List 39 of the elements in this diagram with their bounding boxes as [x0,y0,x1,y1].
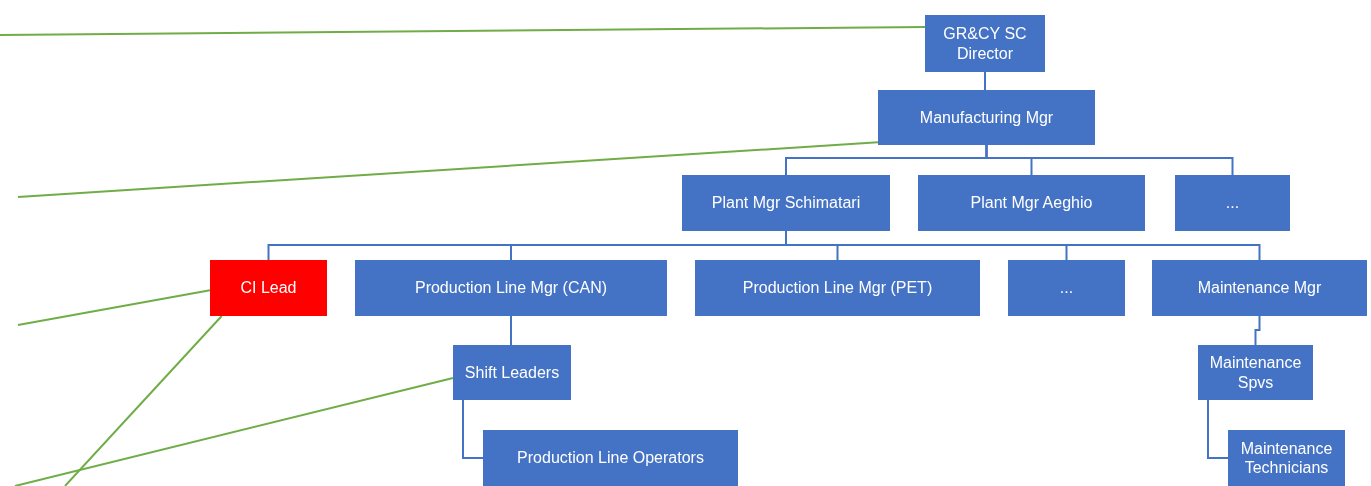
leader-line [17,289,211,326]
box-label: Production Line Mgr (PET) [742,278,933,298]
leader-line [0,25,926,36]
org-box [682,175,890,231]
org-box [1152,260,1367,316]
box-label: Plant Mgr Aeghio [970,193,1093,213]
connector-line [984,71,986,91]
box-label: Plant Mgr Schimatari [711,193,861,213]
org-box [355,260,667,316]
org-box [918,175,1145,231]
box-label: Production Line Mgr (CAN) [414,278,608,298]
box-label: Maintenance Mgr [1197,278,1322,298]
leader-line [64,315,223,486]
connector-line [1207,399,1229,459]
connector-line [462,399,484,459]
box-label: Shift Leaders [464,362,560,383]
box-label: Maintenance Spvs [1208,353,1303,392]
box-label: Maintenance Technicians [1239,438,1334,478]
org-box [483,430,738,486]
leader-line [17,141,879,198]
org-box [453,345,571,400]
org-box [878,90,1095,145]
leader-line [14,377,454,486]
org-box [1008,260,1125,316]
box-label: Manufacturing Mgr [919,107,1054,128]
org-box [1175,175,1290,231]
org-box [1228,430,1345,486]
org-box [695,260,980,316]
box-label: Production Line Operators [517,448,704,468]
box-label: ... [1225,193,1240,213]
connector-line [1254,315,1261,346]
org-box [210,260,327,316]
box-label: CI Lead [240,278,297,298]
box-label: ... [1059,278,1074,298]
org-box [1198,345,1313,400]
connector-line [510,315,512,346]
connector-line [985,144,1234,176]
box-label: GR&CY SC Director [942,24,1028,63]
org-box [925,15,1045,72]
